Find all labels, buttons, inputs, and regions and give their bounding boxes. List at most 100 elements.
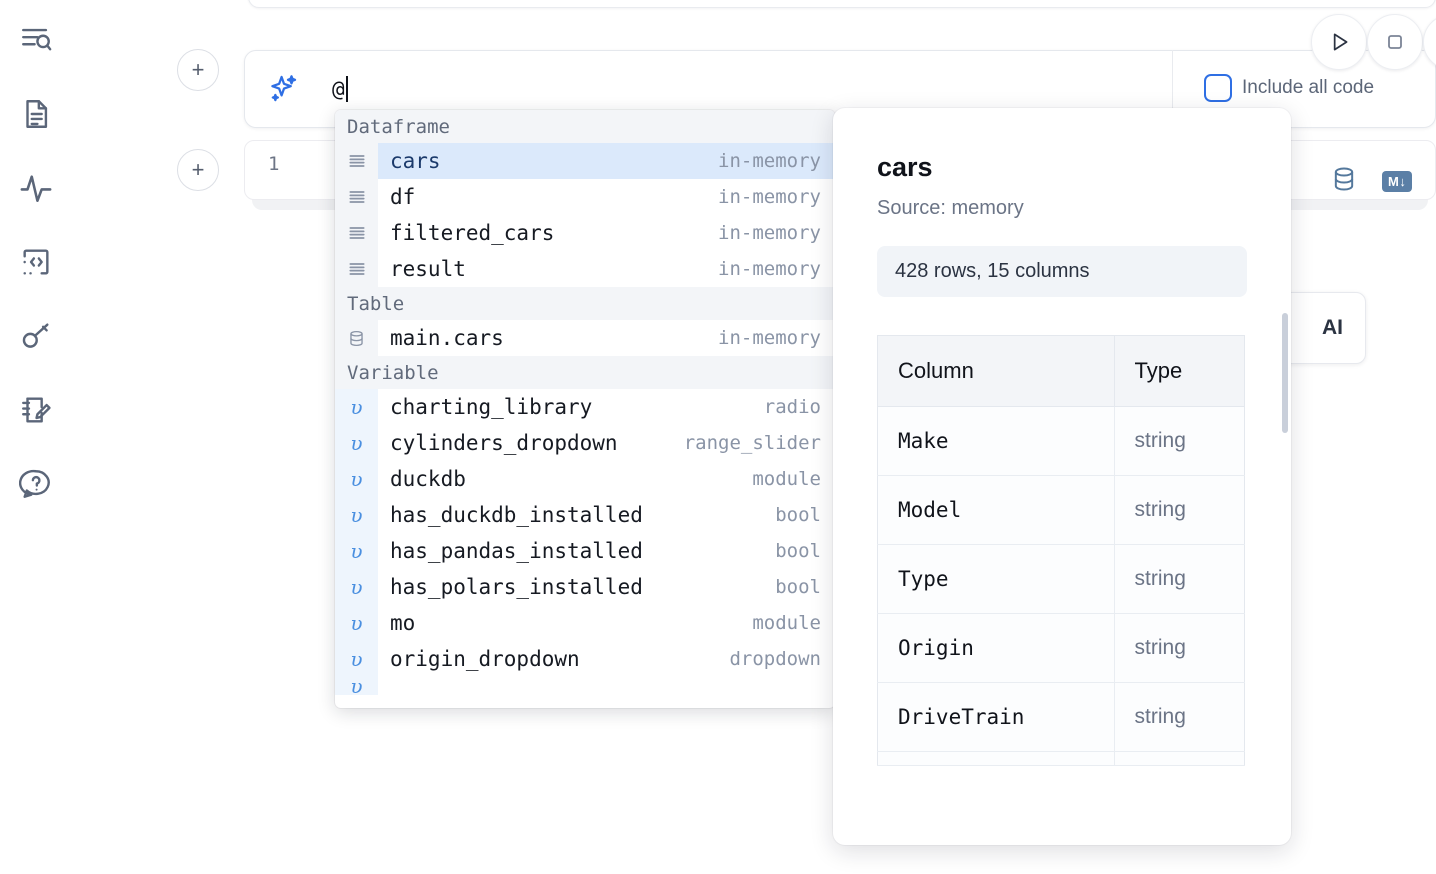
- autocomplete-item-type: in-memory: [718, 258, 821, 280]
- variable-icon: υ: [335, 533, 378, 569]
- table-row-partial: [877, 751, 1245, 766]
- key-icon[interactable]: [14, 314, 58, 358]
- autocomplete-item-content: df in-memory: [378, 179, 835, 215]
- database-icon[interactable]: [1330, 165, 1358, 198]
- autocomplete-item-name: origin_dropdown: [390, 647, 580, 671]
- autocomplete-item-name: has_polars_installed: [390, 575, 643, 599]
- ai-prompt-input[interactable]: @: [332, 72, 348, 106]
- text-caret: [345, 76, 348, 102]
- autocomplete-item-name: result: [390, 257, 466, 281]
- autocomplete-item-content: has_polars_installed bool: [378, 569, 835, 605]
- variable-icon: υ: [335, 677, 378, 695]
- add-cell-button-top[interactable]: +: [177, 49, 219, 91]
- header-column: Column: [877, 335, 1115, 407]
- schema-column-type: [1114, 751, 1245, 766]
- ai-chip-label: AI: [1322, 316, 1343, 339]
- autocomplete-item[interactable]: υ has_polars_installed bool: [335, 569, 835, 605]
- variable-icon: υ: [335, 461, 378, 497]
- include-all-code-toggle[interactable]: Include all code: [1204, 74, 1374, 102]
- autocomplete-item-name: cylinders_dropdown: [390, 431, 618, 455]
- autocomplete-item-type: bool: [775, 576, 821, 598]
- dataframe-icon: [335, 251, 378, 287]
- table-header-row: Column Type: [877, 335, 1245, 407]
- autocomplete-item-type: in-memory: [718, 222, 821, 244]
- autocomplete-item-name: cars: [390, 149, 441, 173]
- explore-icon[interactable]: [14, 18, 58, 62]
- autocomplete-item[interactable]: df in-memory: [335, 179, 835, 215]
- schema-column-name: Model: [877, 475, 1115, 545]
- autocomplete-item-name: mo: [390, 611, 416, 635]
- run-button[interactable]: [1311, 14, 1367, 70]
- notebook-file-icon[interactable]: [14, 92, 58, 136]
- autocomplete-item[interactable]: result in-memory: [335, 251, 835, 287]
- variable-icon: υ: [335, 641, 378, 677]
- markdown-badge[interactable]: M↓: [1382, 171, 1413, 192]
- autocomplete-item-type: dropdown: [729, 648, 821, 670]
- dataframe-icon: [335, 215, 378, 251]
- autocomplete-section-header: Dataframe: [335, 110, 835, 143]
- plus-icon: +: [191, 157, 205, 182]
- add-cell-button-bottom[interactable]: +: [177, 149, 219, 191]
- variable-icon: υ: [335, 497, 378, 533]
- autocomplete-item-name: has_duckdb_installed: [390, 503, 643, 527]
- sparkle-icon: [266, 72, 300, 106]
- dataframe-icon: [335, 179, 378, 215]
- variable-icon: υ: [335, 569, 378, 605]
- autocomplete-item-type: module: [752, 612, 821, 634]
- autocomplete-item-content: result in-memory: [378, 251, 835, 287]
- cell-icon-group: M↓: [1330, 165, 1413, 198]
- include-all-code-label: Include all code: [1242, 77, 1375, 98]
- autocomplete-item-content: cars in-memory: [378, 143, 835, 179]
- detail-scrollbar[interactable]: [1282, 313, 1288, 433]
- autocomplete-item-content: origin_dropdown dropdown: [378, 641, 835, 677]
- include-all-code-checkbox[interactable]: [1204, 74, 1232, 102]
- autocomplete-item-type: in-memory: [718, 186, 821, 208]
- dataframe-detail-panel: cars Source: memory 428 rows, 15 columns…: [833, 108, 1291, 845]
- help-chat-icon[interactable]: [14, 462, 58, 506]
- variable-icon: υ: [335, 389, 378, 425]
- autocomplete-item[interactable]: cars in-memory: [335, 143, 835, 179]
- code-snippet-icon[interactable]: [14, 240, 58, 284]
- autocomplete-item-name: charting_library: [390, 395, 593, 419]
- left-sidebar: [0, 0, 72, 874]
- activity-icon[interactable]: [14, 166, 58, 210]
- autocomplete-item-content: cylinders_dropdown range_slider: [378, 425, 835, 461]
- scratchpad-icon[interactable]: [14, 388, 58, 432]
- autocomplete-item-type: in-memory: [718, 150, 821, 172]
- autocomplete-item[interactable]: υ origin_dropdown dropdown: [335, 641, 835, 677]
- line-number: 1: [268, 153, 280, 175]
- stop-button[interactable]: [1367, 14, 1423, 70]
- autocomplete-item-content: mo module: [378, 605, 835, 641]
- autocomplete-item-partial[interactable]: υ: [335, 677, 835, 695]
- autocomplete-item-type: in-memory: [718, 327, 821, 349]
- detail-title: cars: [877, 152, 933, 182]
- autocomplete-section-header: Table: [335, 287, 835, 320]
- header-type: Type: [1114, 335, 1245, 407]
- plus-icon: +: [191, 57, 205, 82]
- autocomplete-item-type: range_slider: [683, 432, 821, 454]
- schema-column-type: string: [1114, 544, 1245, 614]
- detail-source: Source: memory: [877, 197, 1024, 219]
- autocomplete-item-type: bool: [775, 540, 821, 562]
- autocomplete-section-header: Variable: [335, 356, 835, 389]
- database-icon: [335, 320, 378, 356]
- autocomplete-item-name: df: [390, 185, 416, 209]
- autocomplete-item-content: [378, 677, 835, 695]
